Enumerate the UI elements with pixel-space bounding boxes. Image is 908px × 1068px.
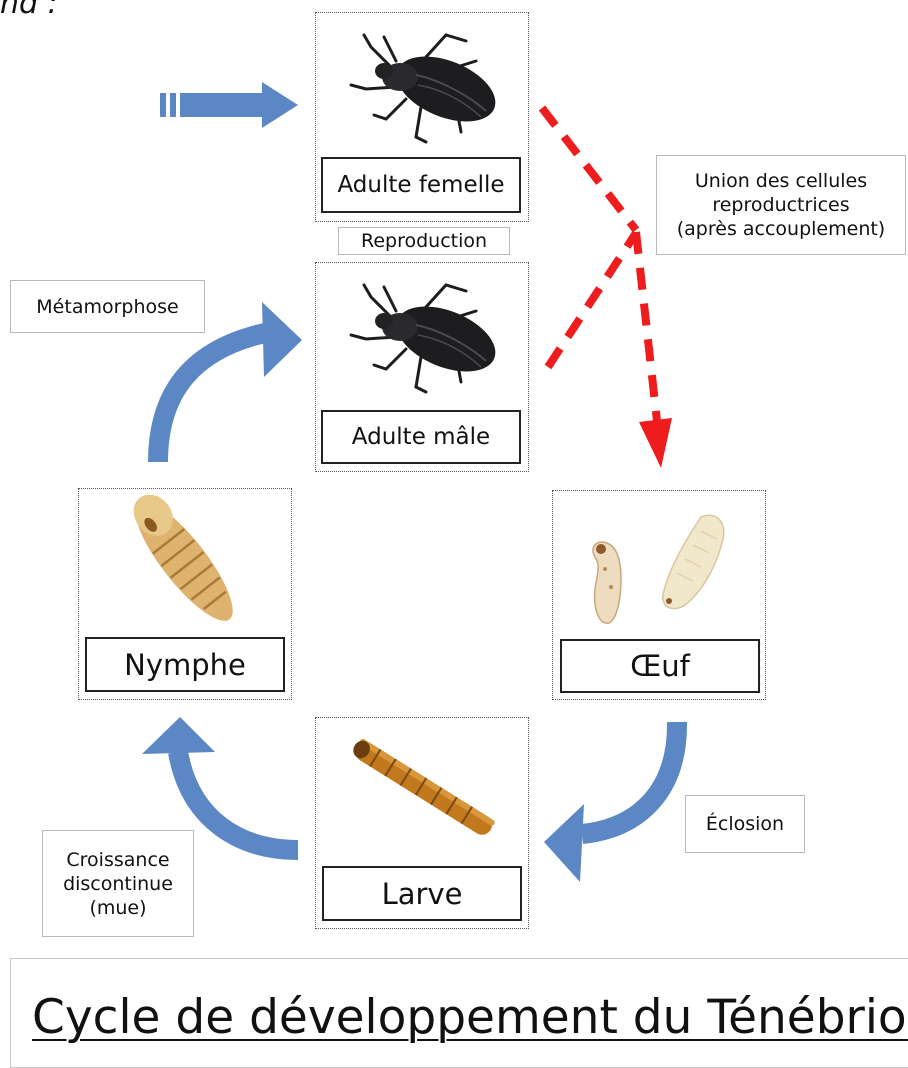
growth-note: Croissance discontinue (mue) [42,830,194,937]
adult-male-card: Adulte mâle [315,262,529,472]
growth-arrow [142,717,299,860]
egg-card: Œuf [552,490,766,700]
mealworm-icon [353,738,495,835]
reproduction-note: Reproduction [338,227,510,255]
adult-female-card: Adulte femelle [315,12,529,222]
black-beetle-icon [349,283,496,394]
reproduction-arrows [538,105,672,468]
hatching-arrow [544,721,688,882]
title-box [10,958,908,1068]
pupa-icon [133,495,233,621]
entry-arrow [160,82,298,128]
hatching-note: Éclosion [685,795,805,853]
diagram-title: Cycle de développement du Ténébrion [32,990,908,1045]
union-note: Union des cellules reproductrices (après… [656,155,906,255]
pupa-card: Nymphe [78,488,292,700]
black-beetle-icon [349,33,496,144]
pupa-label: Nymphe [85,637,285,692]
adult-female-label: Adulte femelle [321,157,521,213]
adult-male-label: Adulte mâle [321,410,521,464]
pale-grubs-icon [592,514,725,624]
larva-card: Larve [315,717,529,929]
top-text-fragment: nd : [0,0,58,21]
metamorphosis-arrow [148,302,302,463]
larva-label: Larve [322,866,522,921]
metamorphosis-note: Métamorphose [10,280,205,333]
egg-label: Œuf [560,639,760,693]
